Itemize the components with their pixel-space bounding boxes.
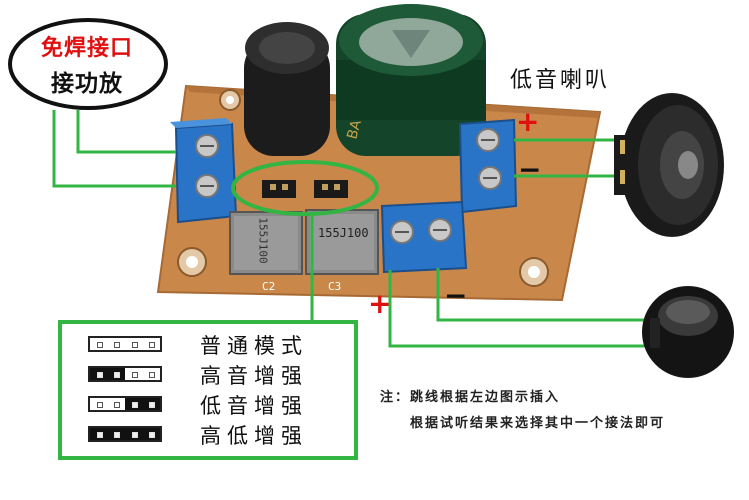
jumper-diagram-icon xyxy=(88,366,162,382)
woofer-minus-sign: − xyxy=(518,153,542,186)
film-capacitor-c3 xyxy=(305,209,379,275)
tweeter-plus-sign: + xyxy=(368,287,392,320)
woofer-speaker-image xyxy=(614,93,724,237)
woofer-terminal-block xyxy=(458,118,518,214)
svg-text:BA: BA xyxy=(344,118,365,141)
legend-label: 普通模式 xyxy=(200,334,308,358)
electrolytic-capacitor: BA xyxy=(336,4,486,156)
tweeter-minus-sign: − xyxy=(444,279,468,312)
jumper-diagram-icon xyxy=(88,396,162,412)
c3-marking: 155J100 xyxy=(318,226,369,240)
jumper-diagram-icon xyxy=(88,426,162,442)
board-jumpers xyxy=(262,180,348,198)
film-capacitor-c2 xyxy=(229,211,303,275)
jumper-note: 注：跳线根据左边图示插入 xyxy=(380,390,561,405)
connect-amplifier-label: 接功放 xyxy=(51,71,123,97)
inductor-coil xyxy=(244,22,330,156)
legend-label: 高低增强 xyxy=(200,424,308,448)
jumper-mode-legend: 普通模式 高音增强 低音增强 高低增强 xyxy=(58,320,358,460)
jumper-highlight-oval xyxy=(231,160,379,216)
tweeter-terminal-block xyxy=(380,200,468,274)
c2-marking: 155J100 xyxy=(256,217,270,264)
woofer-label: 低音喇叭 xyxy=(510,68,611,93)
input-label-oval xyxy=(8,18,168,110)
input-terminal-block xyxy=(170,118,238,224)
woofer-plus-sign: + xyxy=(516,105,540,138)
c2-ref-label: C2 xyxy=(262,280,276,293)
legend-label: 高音增强 xyxy=(200,364,308,388)
tweeter-speaker-image xyxy=(642,286,734,378)
jumper-diagram-icon xyxy=(88,336,162,352)
listening-note: 根据试听结果来选择其中一个接法即可 xyxy=(410,416,666,431)
no-solder-interface-label: 免焊接口 xyxy=(40,36,133,61)
legend-label: 低音增强 xyxy=(200,394,308,418)
c3-ref-label: C3 xyxy=(328,280,342,293)
